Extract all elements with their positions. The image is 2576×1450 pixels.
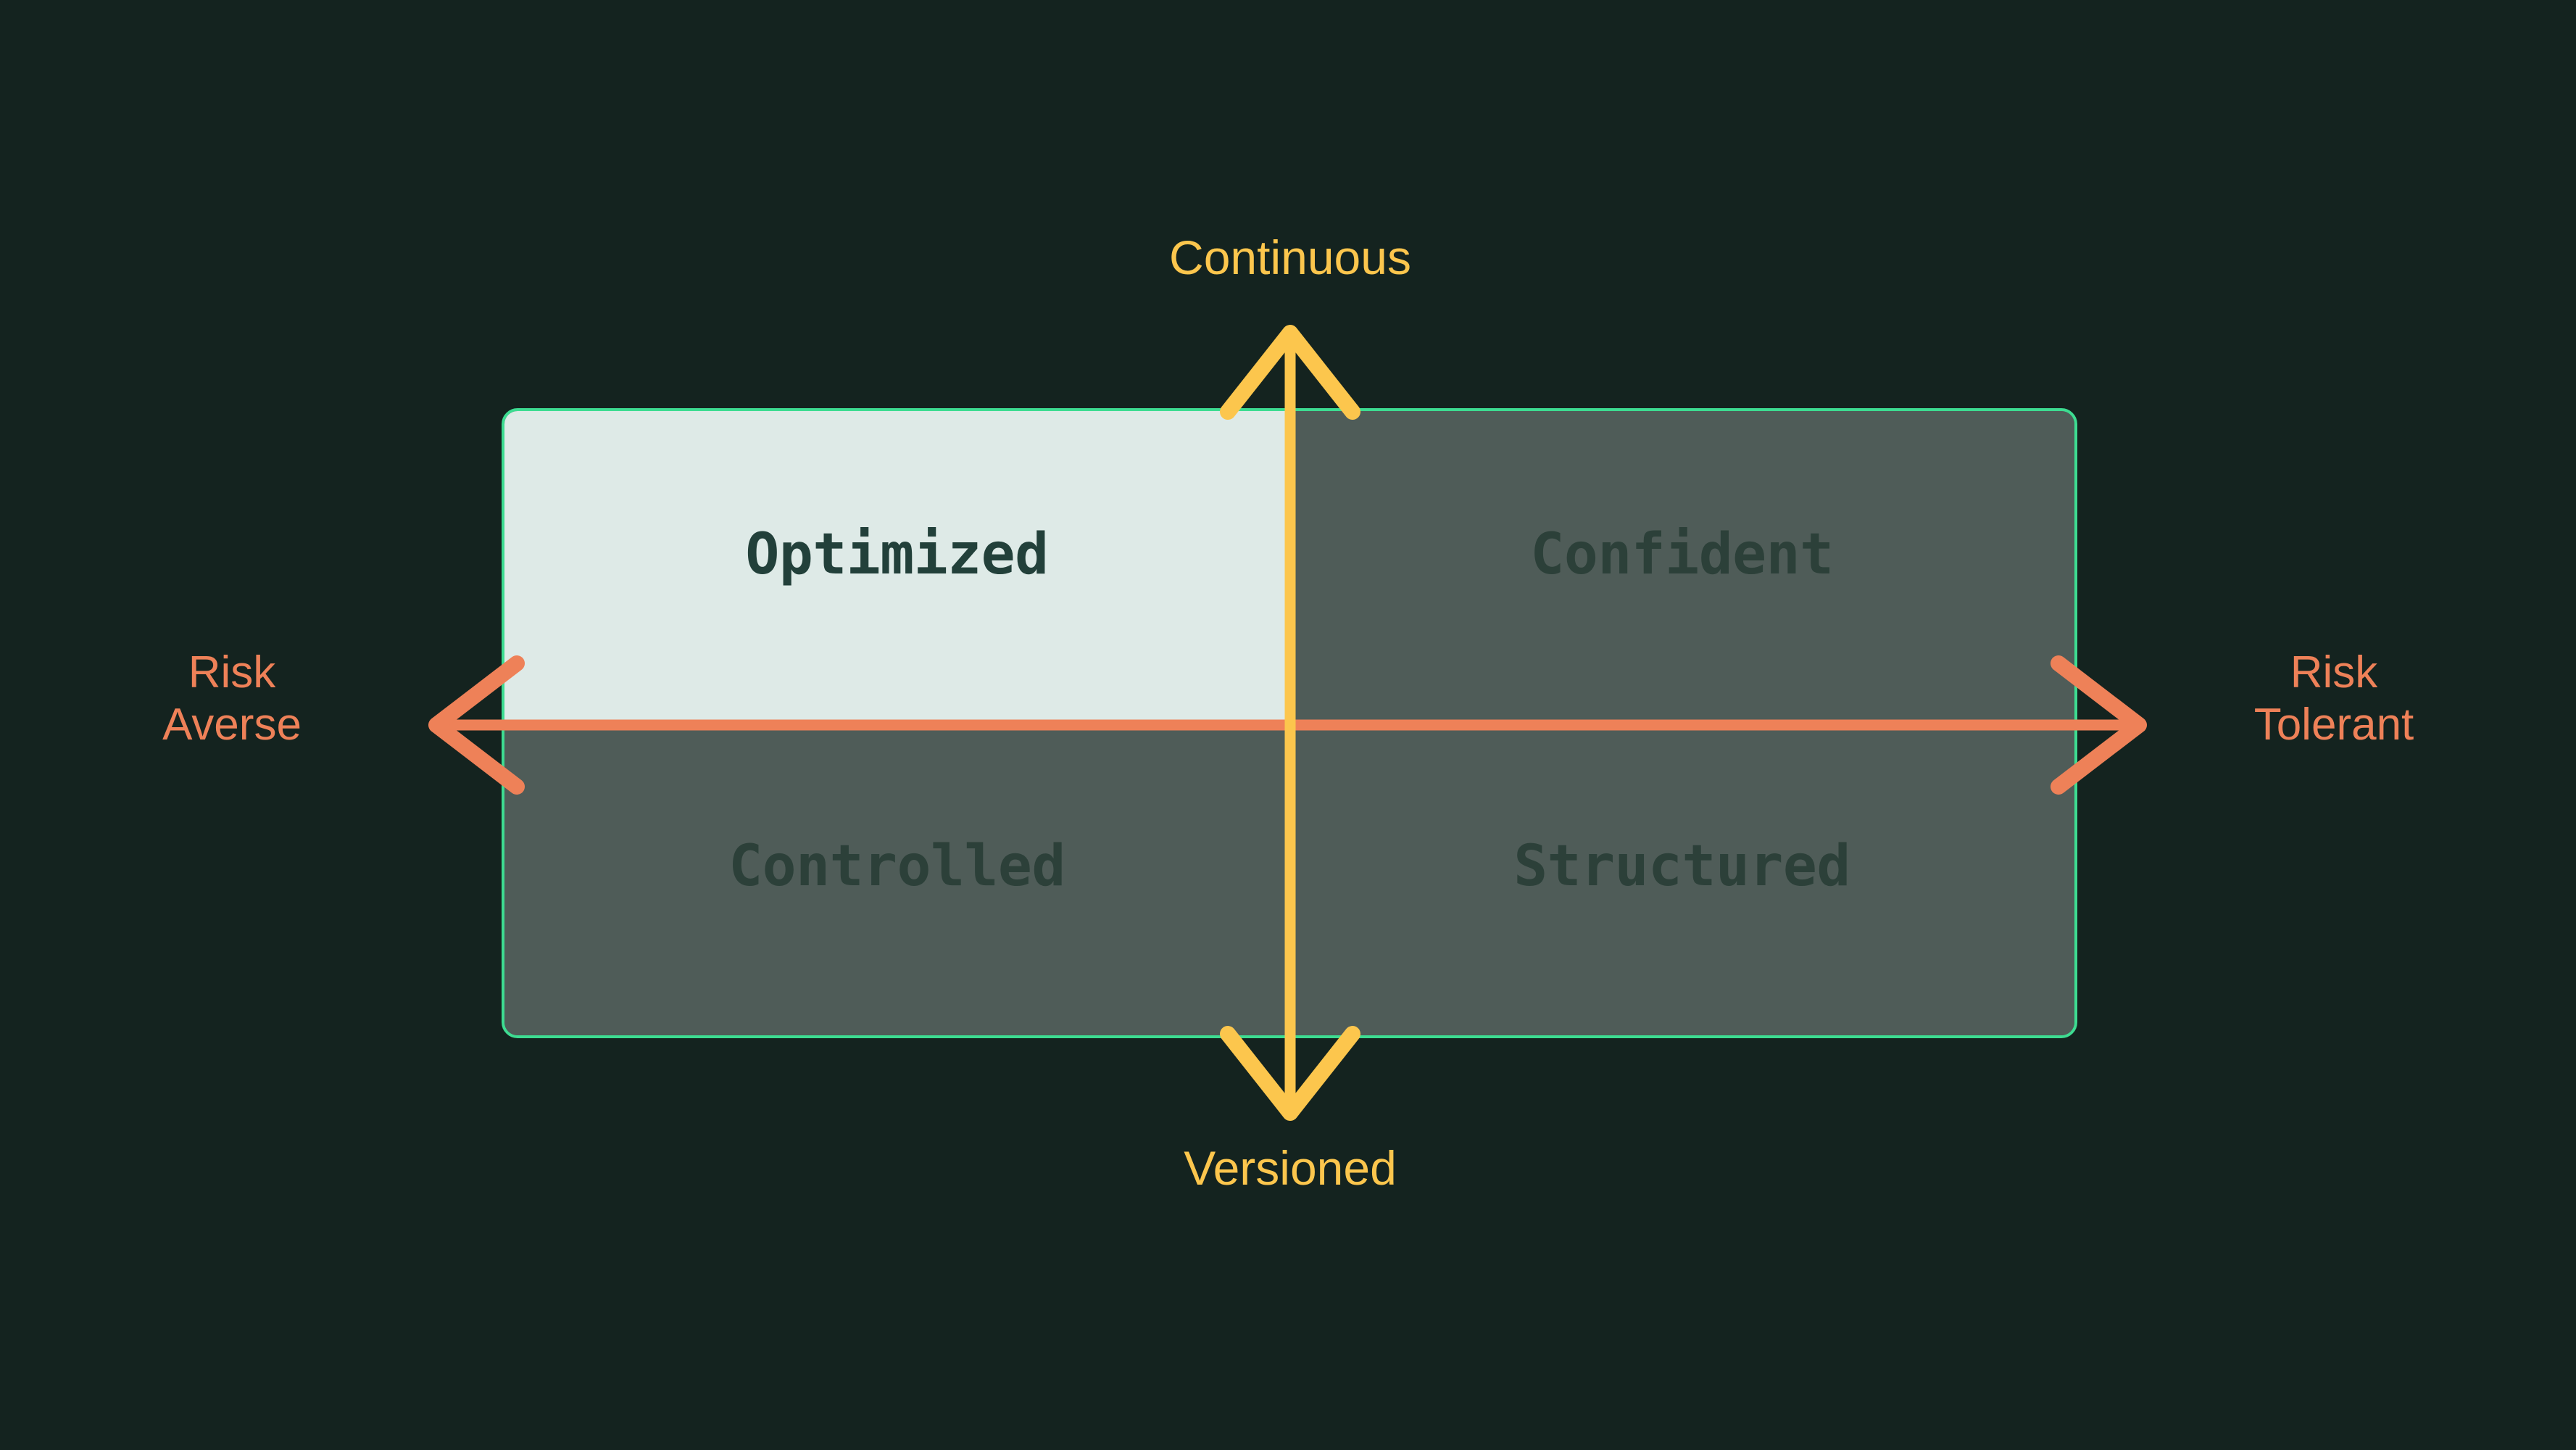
quadrant-label-optimized: Optimized	[745, 522, 1049, 588]
quadrant-top-left-optimized[interactable]: Optimized	[504, 411, 1289, 724]
arrow-down-icon	[1220, 1026, 1360, 1121]
quadrant-bottom-left-controlled[interactable]: Controlled	[504, 723, 1289, 1035]
arrow-up-icon	[1220, 325, 1360, 420]
matrix-box: Optimized Confident Controlled Structure…	[502, 408, 2077, 1038]
axis-label-continuous: Continuous	[1169, 231, 1411, 284]
quadrant-top-right-confident[interactable]: Confident	[1289, 411, 2074, 724]
quadrant-label-structured: Structured	[1513, 833, 1850, 899]
axis-label-versioned: Versioned	[1184, 1141, 1397, 1195]
quadrant-bottom-right-structured[interactable]: Structured	[1289, 723, 2074, 1035]
axis-label-risk-averse: Risk Averse	[162, 647, 302, 750]
quadrant-label-controlled: Controlled	[728, 833, 1065, 899]
quadrant-label-confident: Confident	[1530, 522, 1834, 588]
axis-label-risk-tolerant: Risk Tolerant	[2253, 647, 2414, 750]
